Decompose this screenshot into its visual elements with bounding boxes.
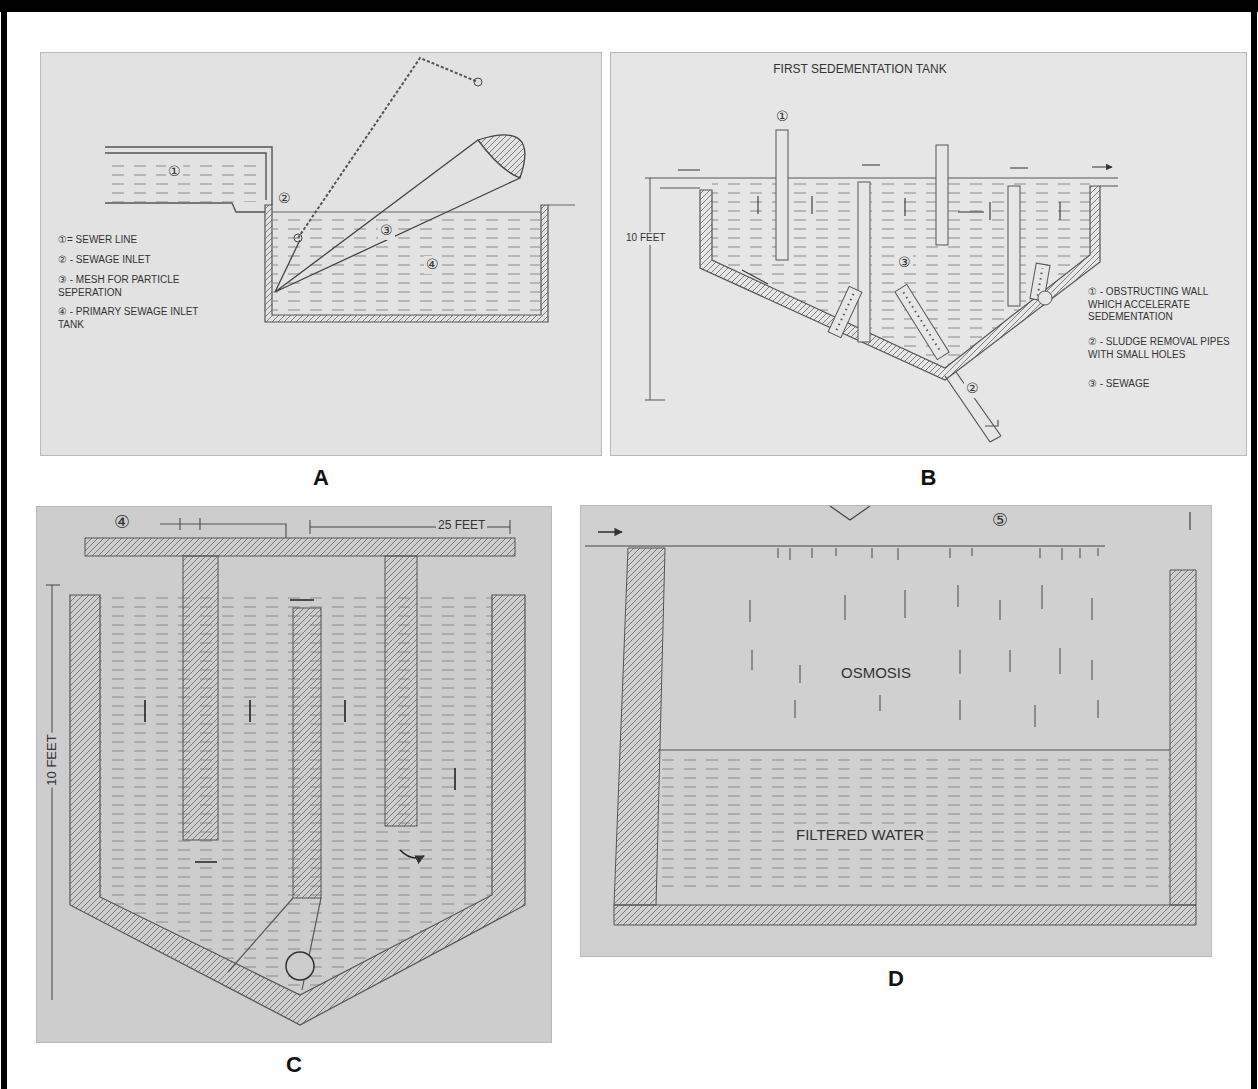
callout-number: ②	[276, 190, 293, 208]
mesh-scoop	[478, 135, 525, 178]
pipe-holes	[903, 292, 940, 351]
callout-number: ②	[964, 380, 981, 398]
sed-tank-wall	[700, 186, 1100, 380]
callout-number: ③	[378, 222, 395, 240]
frame-border	[4, 4, 1254, 1089]
flow-arrow	[678, 165, 1112, 284]
callout-number: ①	[166, 163, 183, 181]
pipe-holes	[837, 294, 854, 330]
sludge-pipe	[828, 286, 862, 337]
bottom-divider	[228, 898, 321, 990]
zone-label: OSMOSIS	[839, 664, 913, 683]
tank-wall	[265, 205, 548, 322]
sludge-pipe-body	[895, 284, 949, 359]
dimension-line	[46, 585, 60, 1000]
sewer-water	[106, 158, 266, 202]
flow-arrow	[598, 531, 622, 532]
panel-letter: A	[313, 465, 329, 491]
sewer-pipe	[105, 147, 272, 212]
obstructing-wall	[776, 130, 788, 260]
callout-number: ④	[112, 511, 132, 534]
water-surface	[658, 749, 1170, 750]
tank-wall	[1170, 570, 1196, 905]
pipe-end	[1038, 291, 1052, 305]
callout-number: ①	[774, 108, 791, 126]
sludge-pipe-body	[828, 286, 862, 337]
tank-wall	[614, 548, 665, 905]
obstructing-wall	[858, 182, 870, 342]
baffle-wall	[293, 608, 321, 898]
lifting-chain	[298, 58, 478, 238]
legend-note: ③ - SEWAGE	[1086, 378, 1244, 391]
baffle-wall	[385, 556, 417, 826]
photo-panel: B	[610, 52, 1247, 456]
chain-ring	[294, 234, 302, 242]
baffle-wall	[183, 556, 218, 840]
dimension-line	[645, 178, 665, 400]
legend-note: ④ - PRIMARY SEWAGE INLET TANK	[56, 306, 210, 331]
callout-number: ⑤	[990, 509, 1010, 532]
obstructing-wall	[936, 145, 948, 245]
top-slab	[85, 538, 515, 556]
legend-note: ①= SEWER LINE	[56, 234, 230, 247]
paper-d	[581, 506, 1211, 956]
callout-number: ③	[896, 254, 913, 272]
legend-note: ② - SEWAGE INLET	[56, 254, 230, 267]
panel-letter: C	[286, 1052, 302, 1078]
legend-note: ② - SLUDGE REMOVAL PIPES WITH SMALL HOLE…	[1086, 336, 1244, 361]
top-line	[585, 506, 1190, 546]
tank-title: FIRST SEDEMENTATION TANK	[771, 62, 949, 77]
filtered-water-body	[658, 752, 1170, 894]
legend-note: ③ - MESH FOR PARTICLE SEPERATION	[56, 274, 210, 299]
photo-panel: D	[580, 505, 1212, 957]
panel-letter: B	[921, 465, 937, 491]
tank-floor	[614, 905, 1196, 925]
tank-wall	[70, 595, 525, 1025]
obstructing-wall	[1008, 186, 1020, 306]
inlet-outlet	[660, 178, 1118, 188]
chain-ring	[474, 78, 482, 86]
sludge-pipe	[895, 284, 949, 359]
osmosis-drips	[750, 548, 1098, 727]
panel-letter: D	[888, 966, 904, 992]
paper-b	[611, 53, 1246, 455]
zone-label: FILTERED WATER	[794, 826, 926, 845]
sludge-outlet	[286, 952, 314, 980]
dimension-label: 10 FEET	[44, 732, 60, 787]
legend-note: ① - OBSTRUCTING WALL WHICH ACCELERATE SE…	[1086, 286, 1244, 324]
drain-pipe	[945, 372, 1001, 442]
flow-arrow	[145, 600, 455, 862]
paper-a	[41, 53, 601, 455]
callout-number: ④	[424, 256, 441, 274]
photo-panel: C	[36, 506, 552, 1043]
dimension-label: 10 FEET	[624, 232, 667, 245]
sed-water	[712, 180, 1090, 368]
dimension-label: 25 FEET	[436, 518, 487, 533]
paper-c	[37, 507, 551, 1042]
top-pipe	[160, 518, 286, 538]
